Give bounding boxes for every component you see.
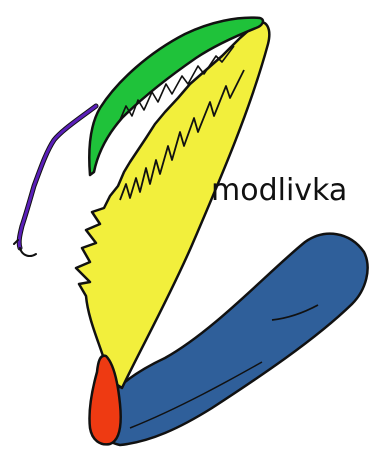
- diagram-label: modlivka: [211, 176, 347, 206]
- tarsus-segment: [19, 106, 96, 248]
- tarsus-segment-color: [19, 106, 96, 248]
